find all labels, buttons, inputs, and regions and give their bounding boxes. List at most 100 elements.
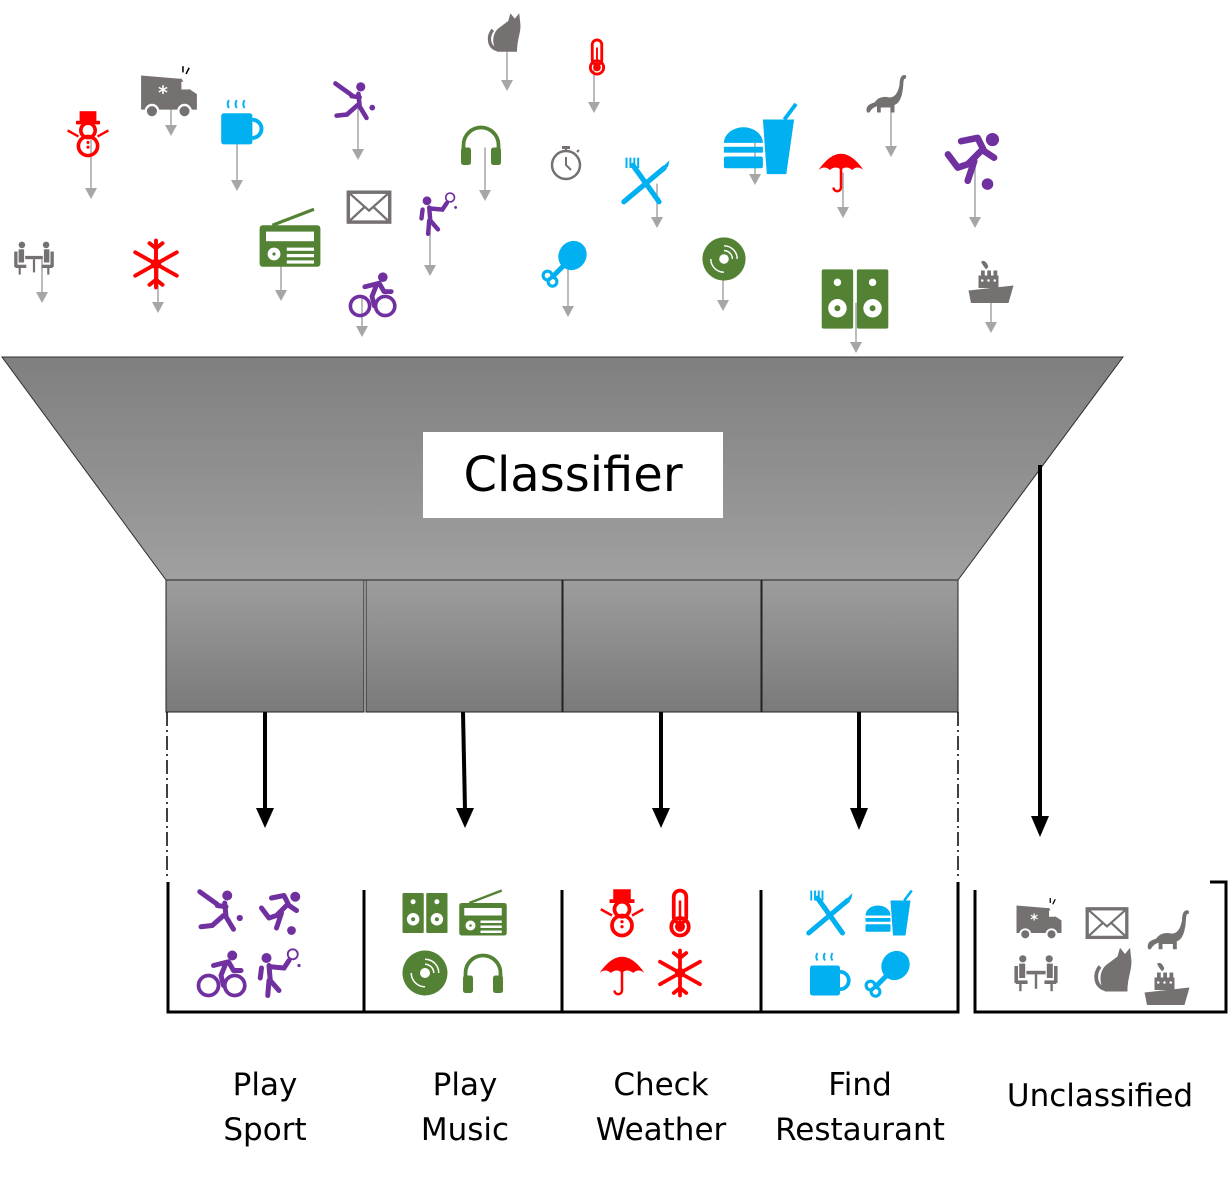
slot-arrows [256,465,1049,837]
input-item-snowflake [133,238,179,313]
drop-arrowhead-icon [85,188,97,199]
label-line: Check [613,1067,709,1103]
speakers-icon [402,893,448,933]
label-unclassified: Unclassified [995,1074,1205,1119]
label-line: Music [420,1112,510,1148]
drop-arrowhead-icon [152,302,164,313]
input-item-cricket-player [333,81,376,160]
input-item-thermometer [588,38,606,113]
input-item-dinosaur [866,75,907,157]
fork-knife-icon [806,890,853,936]
cat-icon [487,13,521,52]
chicken-leg-icon [541,240,587,288]
tennis-player-icon [419,192,458,237]
bin-unclassified [973,880,1228,1014]
headphones-icon [463,953,503,993]
drop-arrowhead-icon [424,265,436,276]
speakers-icon [821,269,889,329]
envelope-icon [1085,907,1129,940]
vinyl-disc-icon [402,950,448,996]
bin-items-music [402,889,507,996]
drop-arrowhead-icon [501,80,513,91]
label-find-restaurant: Find Restaurant [765,1063,955,1153]
dinosaur-icon [866,75,907,113]
label-line: Restaurant [775,1112,945,1148]
input-item-cyclist [348,272,397,337]
arrow-music [461,711,467,811]
coffee-mug-icon [221,99,264,145]
fork-knife-icon [621,157,670,205]
drop-arrowhead-icon [231,180,243,191]
bin-sport [166,882,366,1014]
bin-items-restaurant [806,889,913,998]
input-item-ship [968,260,1014,333]
label-line: Weather [595,1112,727,1148]
classifier-title-box: Classifier [423,432,723,518]
snowflake-icon [658,948,702,998]
meeting-icon [14,241,54,275]
drop-arrowhead-icon [749,174,761,185]
ship-icon [968,260,1014,303]
bin-items-weather [599,888,702,998]
cyclist-icon [348,272,397,318]
drop-arrowhead-icon [479,190,491,201]
cat-icon [1094,947,1132,992]
input-item-soccer-player [944,132,1000,228]
drop-arrowhead-icon [651,217,663,228]
label-check-weather: Check Weather [576,1063,746,1153]
input-item-headphones [461,125,501,201]
arrowhead-sport [256,808,274,828]
drop-arrowhead-icon [36,292,48,303]
arrowhead-unclassified [1031,816,1049,837]
snowflake-icon [133,238,179,290]
slot-weather [562,579,762,713]
label-play-sport: Play Sport [180,1063,350,1153]
label-line: Find [828,1067,892,1103]
envelope-icon [346,190,392,224]
drop-arrowhead-icon [850,342,862,353]
soccer-player-icon [259,891,301,935]
meeting-icon [1014,955,1058,992]
ship-icon [1144,962,1190,1005]
input-item-meeting [14,241,54,303]
thermometer-icon [669,888,691,938]
drop-arrowhead-icon [275,290,287,301]
drop-arrowhead-icon [356,326,368,337]
svg-text:*: * [158,83,168,104]
chicken-leg-icon [864,950,910,998]
drop-arrowhead-icon [165,125,177,136]
coffee-mug-icon [810,952,851,996]
output-bins [166,880,1228,1014]
ambulance-icon: * [1016,898,1062,941]
input-item-radio [259,207,321,301]
cyclist-icon [196,950,247,998]
arrowhead-weather [652,808,670,828]
svg-text:*: * [1030,910,1038,928]
drop-arrowhead-icon [885,146,897,157]
snowman-icon [600,889,644,938]
bin-weather [562,890,763,1014]
input-item-speakers [821,269,889,353]
classifier-title: Classifier [463,447,683,503]
input-item-snowman [67,111,109,199]
bin-restaurant [761,882,960,1014]
slot-restaurant [761,579,959,713]
headphones-icon [461,125,501,165]
label-line: Unclassified [1006,1078,1194,1114]
output-slots [165,579,959,713]
input-item-chicken-leg [541,240,587,317]
input-items: * [14,13,1014,353]
drop-arrowhead-icon [352,149,364,160]
input-item-vinyl-disc [702,237,746,311]
label-line: Sport [223,1112,307,1148]
vinyl-disc-icon [702,237,746,281]
label-line: Play [232,1067,298,1103]
input-item-coffee-mug [221,99,264,191]
dinosaur-icon [1147,910,1189,950]
fast-food-icon [723,102,798,175]
arrowhead-restaurant [850,808,868,830]
label-play-music: Play Music [380,1063,550,1153]
slot-music [365,579,563,713]
input-item-umbrella [818,153,864,218]
